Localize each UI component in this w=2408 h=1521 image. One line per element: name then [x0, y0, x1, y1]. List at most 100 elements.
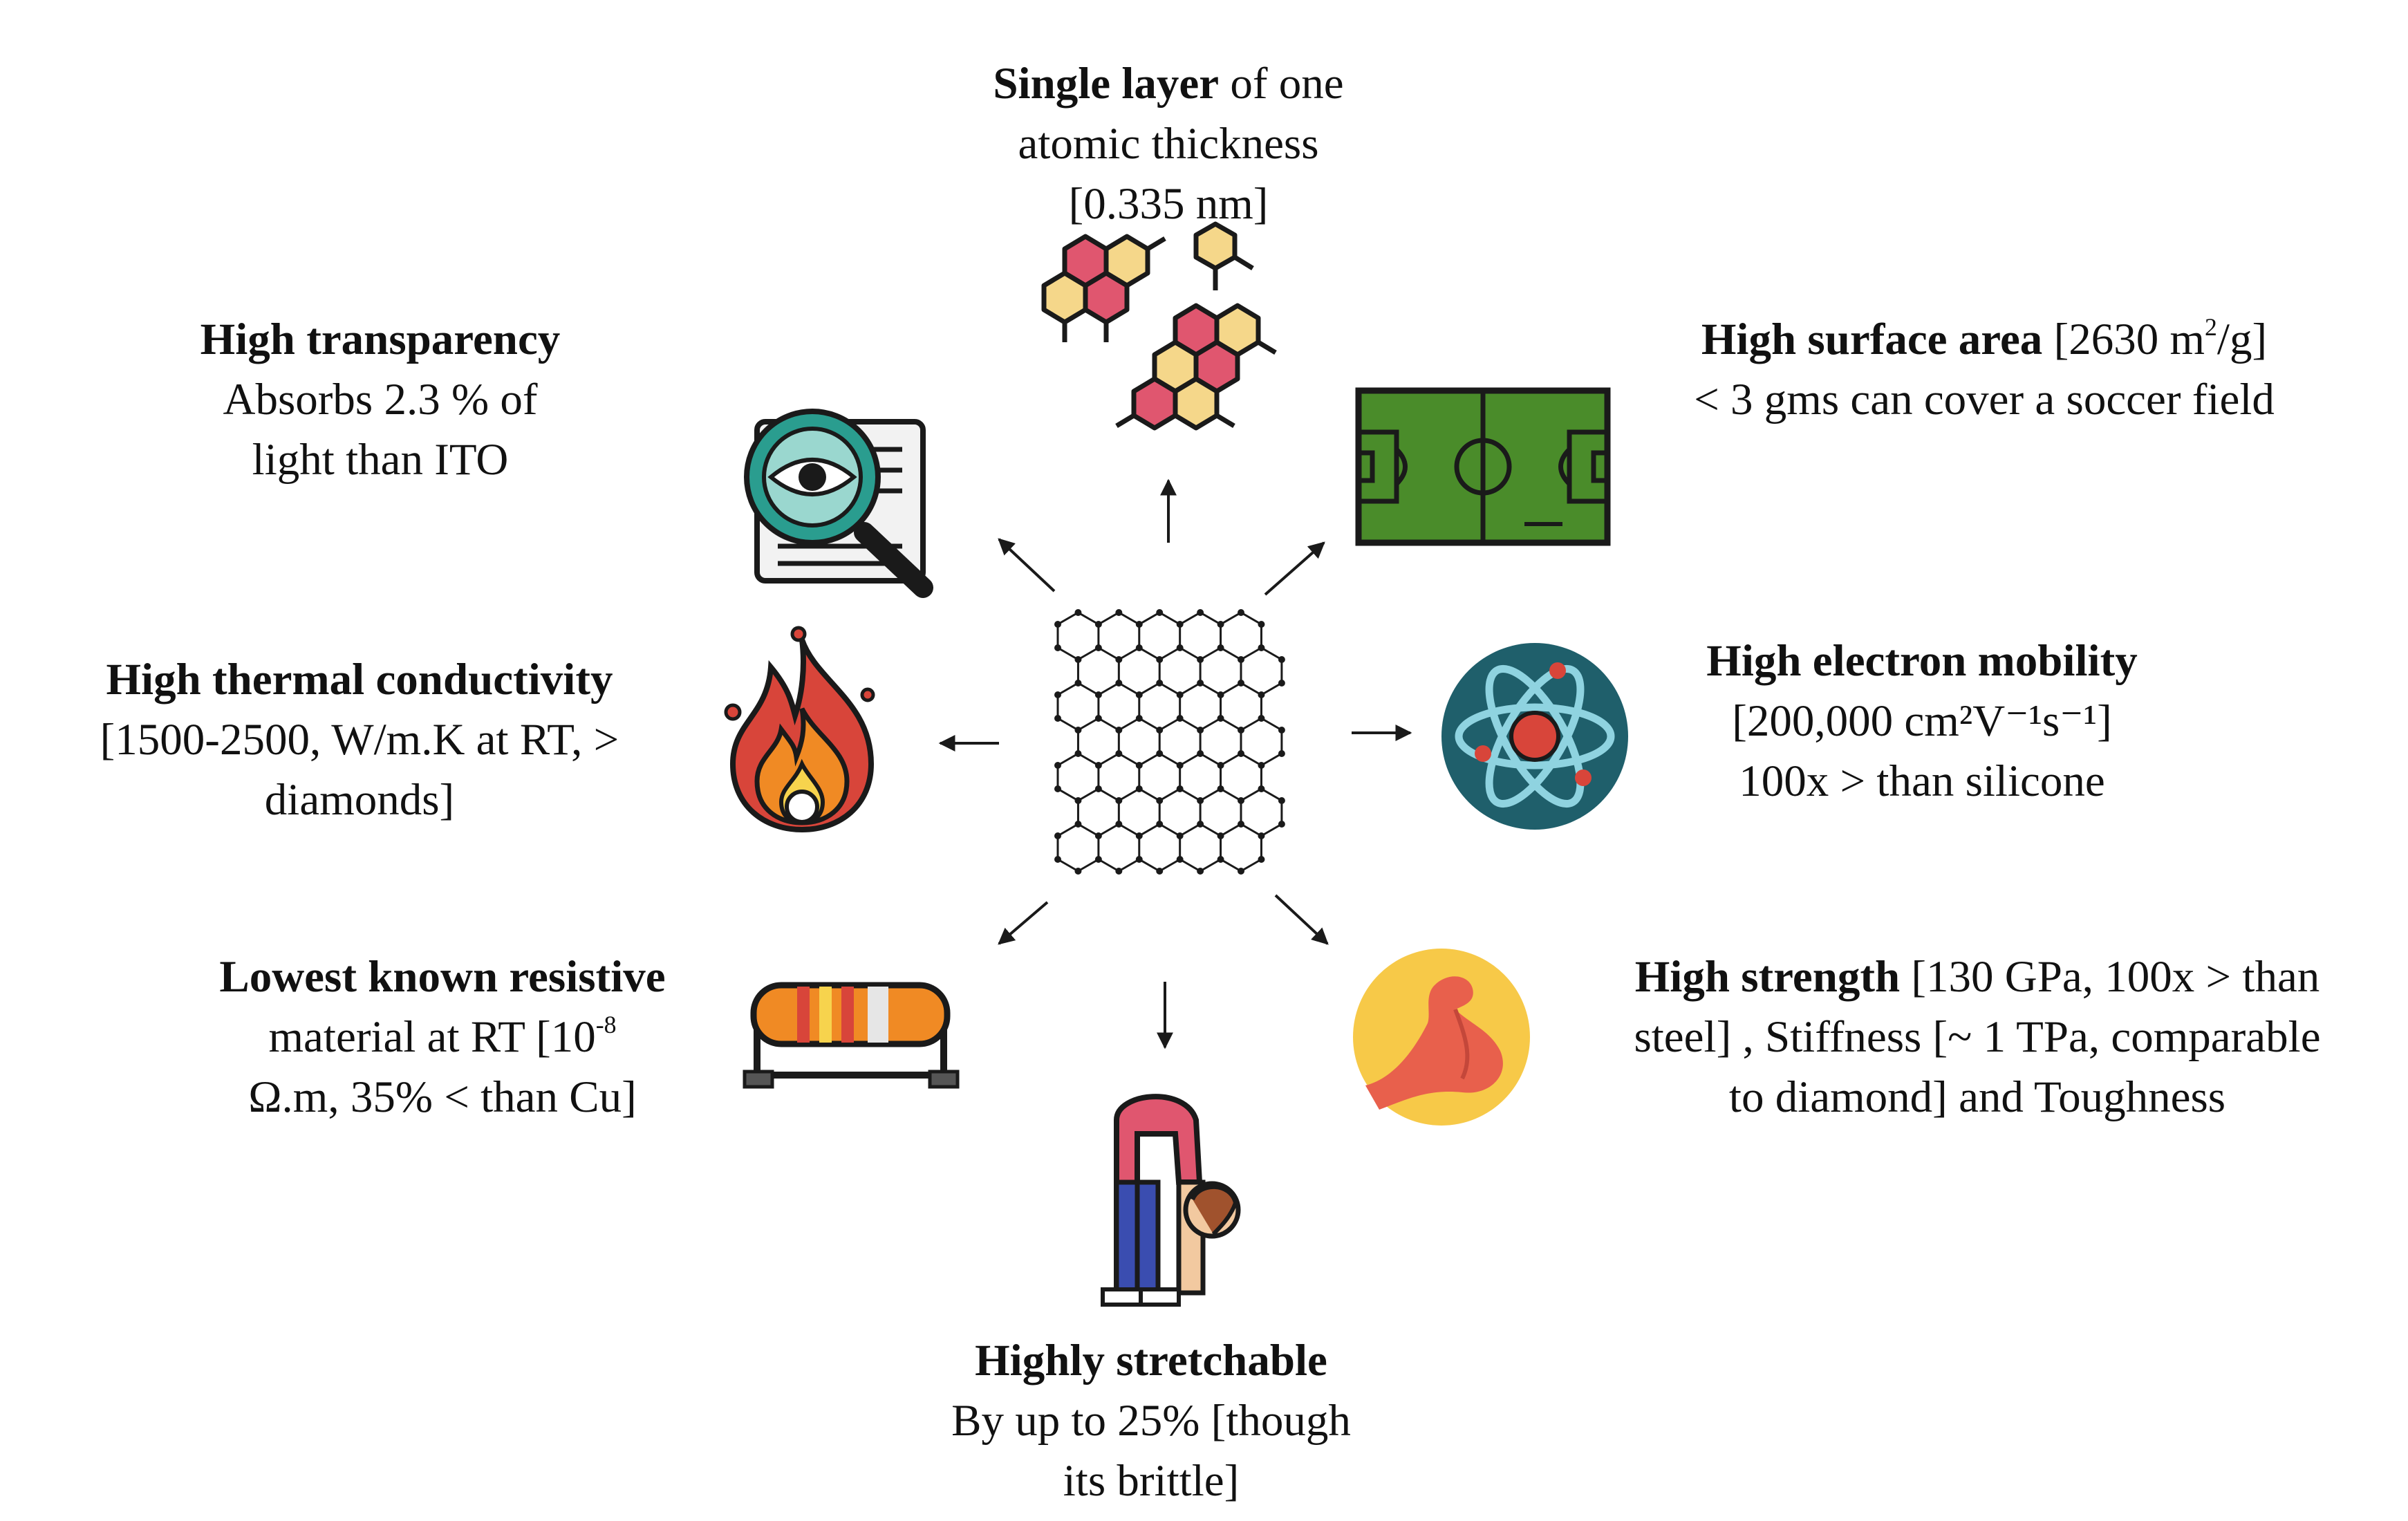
- lattice-atom: [1115, 868, 1123, 875]
- lattice-bond: [1220, 752, 1242, 767]
- lattice-bond: [1139, 682, 1160, 696]
- resistor-icon: [743, 982, 960, 1089]
- lattice-bond: [1118, 646, 1140, 661]
- stretching-person-icon: [1101, 1094, 1241, 1307]
- lattice-atom: [1074, 821, 1082, 828]
- lattice-atom: [1135, 856, 1143, 863]
- lattice-atom: [1094, 691, 1102, 698]
- lattice-atom: [1135, 785, 1143, 792]
- lattice-bond: [1240, 611, 1262, 626]
- lattice-bond: [1098, 858, 1120, 873]
- lattice-bond: [1260, 646, 1282, 661]
- lattice-bond: [1200, 858, 1222, 873]
- lattice-atom: [1094, 762, 1102, 769]
- lattice-atom: [1217, 832, 1224, 839]
- lattice-bond: [1179, 717, 1201, 731]
- lattice-bond: [1118, 717, 1140, 731]
- graphene-lattice-icon: [1054, 609, 1285, 875]
- lattice-atom: [1278, 821, 1285, 828]
- lattice-atom: [1176, 644, 1184, 651]
- lattice-atom: [1278, 797, 1285, 804]
- lattice-bond: [1077, 717, 1099, 731]
- lattice-atom: [1176, 621, 1184, 628]
- lattice-atom: [1278, 680, 1285, 687]
- lattice-atom: [1156, 750, 1164, 757]
- lattice-bond: [1118, 858, 1140, 873]
- lattice-atom: [1054, 621, 1061, 628]
- lattice-bond: [1057, 823, 1079, 837]
- lattice-atom: [1135, 832, 1143, 839]
- lattice-bond: [1139, 787, 1160, 802]
- lattice-atom: [1238, 680, 1245, 687]
- lattice-bond: [1159, 858, 1181, 873]
- lattice-atom: [1115, 656, 1123, 663]
- lattice-atom: [1135, 691, 1143, 698]
- lattice-atom: [1115, 797, 1123, 804]
- lattice-bond: [1057, 752, 1079, 767]
- lattice-bond: [1260, 823, 1282, 837]
- label-strength: High strength [130 GPa, 100x > than stee…: [1634, 952, 2321, 1122]
- lattice-atom: [1217, 644, 1224, 651]
- lattice-atom: [1135, 762, 1143, 769]
- lattice-atom: [1176, 856, 1184, 863]
- lattice-atom: [1176, 762, 1184, 769]
- lattice-atom: [1217, 762, 1224, 769]
- lattice-atom: [1258, 785, 1265, 792]
- lattice-bond: [1118, 787, 1140, 802]
- honeycomb-molecules-icon: [1041, 221, 1277, 431]
- lattice-bond: [1220, 646, 1242, 661]
- lattice-atom: [1197, 727, 1204, 734]
- lattice-atom: [1156, 821, 1164, 828]
- label-thermal: High thermal conductivity [1500-2500, W/…: [100, 655, 619, 825]
- lattice-bond: [1077, 752, 1099, 767]
- lattice-atom: [1238, 797, 1245, 804]
- lattice-bond: [1057, 682, 1079, 696]
- label-mobility: High electron mobility [200,000 cm²V⁻¹s⁻…: [1706, 636, 2138, 806]
- lattice-bond: [1139, 858, 1160, 873]
- arrow-down-left: [998, 901, 1049, 945]
- lattice-atom: [1197, 868, 1204, 875]
- lattice-atom: [1094, 832, 1102, 839]
- lattice-bond: [1077, 682, 1099, 696]
- lattice-bond: [1200, 717, 1222, 731]
- lattice-bond: [1057, 646, 1079, 661]
- lattice-bond: [1240, 646, 1262, 661]
- lattice-bond: [1260, 717, 1282, 731]
- lattice-bond: [1098, 787, 1120, 802]
- lattice-bond: [1077, 611, 1099, 626]
- lattice-bond: [1057, 611, 1079, 626]
- lattice-atom: [1197, 797, 1204, 804]
- fire-icon: [724, 626, 875, 833]
- lattice-bond: [1057, 717, 1079, 731]
- lattice-atom: [1156, 868, 1164, 875]
- lattice-atom: [1054, 856, 1061, 863]
- lattice-bond: [1200, 646, 1222, 661]
- lattice-atom: [1135, 621, 1143, 628]
- lattice-atom: [1258, 856, 1265, 863]
- label-surface-area: High surface area [2630 m2/g] < 3 gms ca…: [1694, 313, 2275, 424]
- lattice-atom: [1094, 856, 1102, 863]
- lattice-atom: [1074, 680, 1082, 687]
- lattice-atom: [1217, 621, 1224, 628]
- lattice-bond: [1260, 682, 1282, 696]
- lattice-atom: [1238, 656, 1245, 663]
- lattice-bond: [1240, 823, 1262, 837]
- arrow-up-left: [998, 538, 1056, 592]
- lattice-bond: [1098, 646, 1120, 661]
- lattice-bond: [1159, 717, 1181, 731]
- lattice-atom: [1115, 609, 1123, 616]
- lattice-atom: [1156, 727, 1164, 734]
- lattice-bond: [1240, 787, 1262, 802]
- lattice-atom: [1278, 750, 1285, 757]
- lattice-atom: [1074, 868, 1082, 875]
- label-stretchable: Highly stretchable By up to 25% [though …: [951, 1336, 1351, 1506]
- lattice-bond: [1098, 611, 1120, 626]
- lattice-bond: [1200, 787, 1222, 802]
- lattice-atom: [1217, 691, 1224, 698]
- lattice-atom: [1176, 832, 1184, 839]
- label-resistive: Lowest known resistive material at RT [1…: [219, 952, 666, 1122]
- lattice-bond: [1200, 823, 1222, 837]
- lattice-bond: [1077, 858, 1099, 873]
- lattice-bond: [1240, 858, 1262, 873]
- lattice-bond: [1077, 823, 1099, 837]
